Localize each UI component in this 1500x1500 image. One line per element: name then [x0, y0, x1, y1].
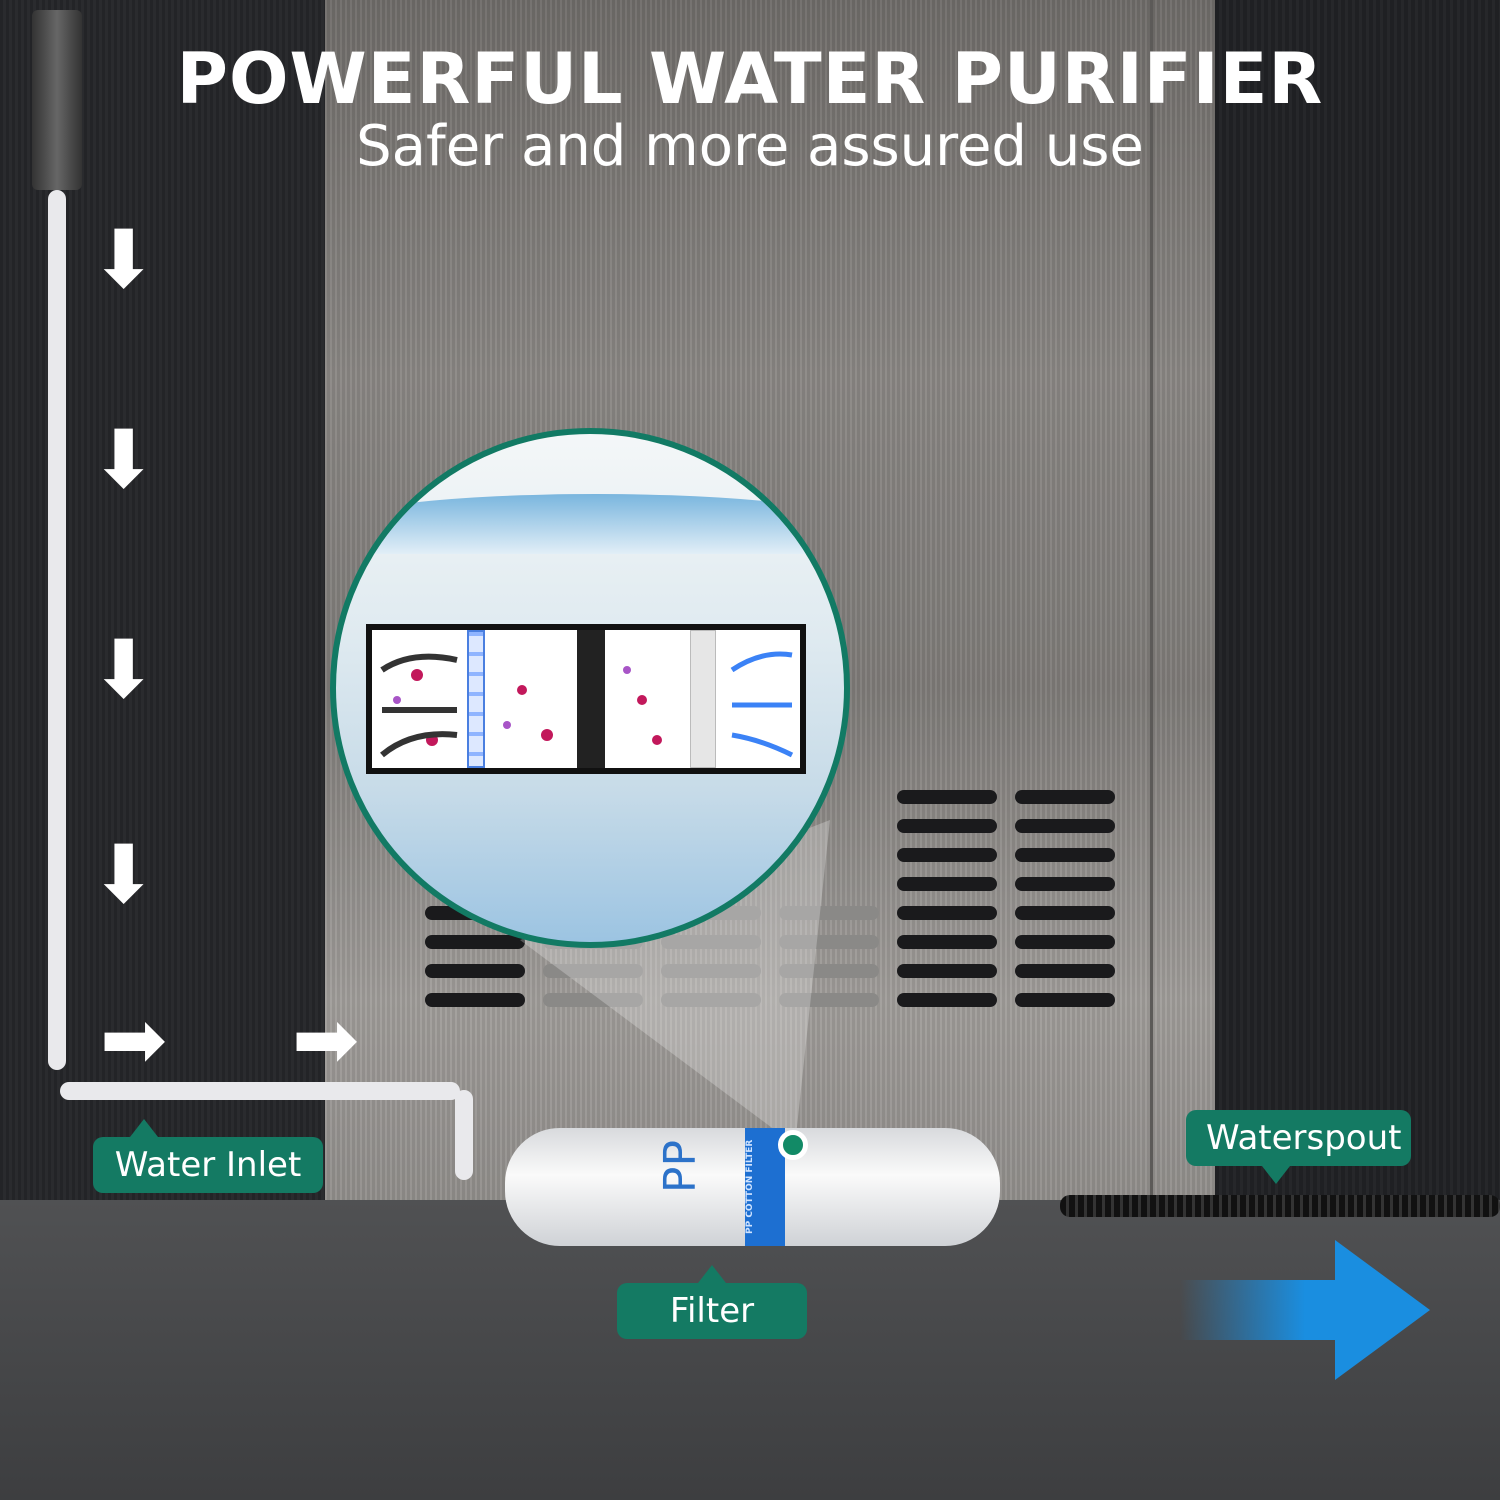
vent-slot	[897, 906, 997, 920]
filter-magnifier	[330, 428, 850, 948]
cotton-layer	[690, 630, 716, 768]
carbon-layer	[577, 630, 605, 768]
right-arrow-icon: ➡	[100, 993, 168, 1086]
vent-slot	[779, 964, 879, 978]
zoom-origin-dot	[778, 1130, 808, 1160]
filtration-diagram	[366, 624, 806, 774]
down-arrow-icon: ⬇	[90, 828, 158, 921]
vent-slot	[1015, 848, 1115, 862]
vent-slot	[661, 935, 761, 949]
vent-slot	[543, 964, 643, 978]
vent-slot	[897, 877, 997, 891]
down-arrow-icon: ⬇	[90, 413, 158, 506]
mesh-layer	[467, 630, 485, 768]
vent-slot	[425, 993, 525, 1007]
waterspout-label: Waterspout	[1186, 1110, 1411, 1184]
vent-slot	[1015, 819, 1115, 833]
vent-slot	[897, 935, 997, 949]
filter-brand-letters: PP	[655, 1140, 706, 1194]
vent-slot	[897, 848, 997, 862]
vent-slot	[779, 993, 879, 1007]
vent-slot	[897, 964, 997, 978]
vent-slot	[1015, 790, 1115, 804]
floor	[0, 1200, 1500, 1500]
subheadline: Safer and more assured use	[356, 114, 1144, 179]
inlet-pipe-horizontal	[60, 1082, 460, 1100]
vent-slot	[661, 964, 761, 978]
vent-slot	[779, 906, 879, 920]
vent-slot	[1015, 906, 1115, 920]
vent-slot	[661, 993, 761, 1007]
water-surface	[336, 494, 844, 554]
filter-label: Filter	[617, 1265, 807, 1339]
panel-seam	[1150, 0, 1153, 1250]
down-arrow-icon: ⬇	[90, 623, 158, 716]
vent-slot	[897, 993, 997, 1007]
vent-slot	[779, 935, 879, 949]
vent-slot	[897, 819, 997, 833]
vent-slot	[897, 790, 997, 804]
particle-flow	[380, 651, 794, 758]
vent-slot	[425, 964, 525, 978]
headline: POWERFUL WATER PURIFIER	[176, 38, 1324, 120]
vent-slot	[1015, 877, 1115, 891]
vent-slot	[425, 935, 525, 949]
inlet-pipe-vertical	[48, 190, 66, 1070]
vent-slot	[1015, 964, 1115, 978]
outflow-arrow-icon	[1180, 1240, 1430, 1380]
water-inlet-label: Water Inlet	[93, 1119, 323, 1193]
drain-hose	[1060, 1195, 1500, 1217]
right-arrow-icon: ➡	[292, 993, 360, 1086]
inlet-pipe-drop	[455, 1090, 473, 1180]
down-arrow-icon: ⬇	[90, 213, 158, 306]
vent-slot	[1015, 935, 1115, 949]
right-wall	[1215, 0, 1500, 1200]
water-tap	[32, 10, 82, 190]
vent-slot	[543, 993, 643, 1007]
vent-slot	[1015, 993, 1115, 1007]
